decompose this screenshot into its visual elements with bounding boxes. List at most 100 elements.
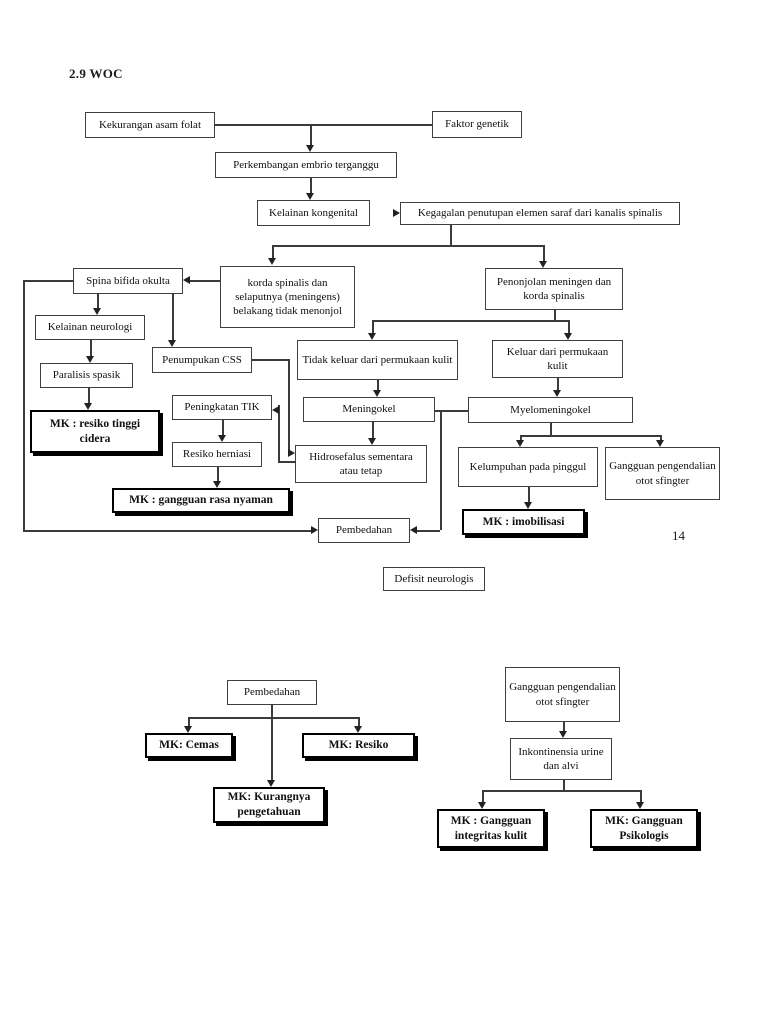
flow-connector-line (640, 790, 642, 803)
flow-arrowhead-left (183, 276, 190, 284)
flow-connector-line (310, 178, 312, 194)
node-kelumpuhan-pinggul: Kelumpuhan pada pinggul (458, 447, 598, 487)
node-defisit-neurologis: Defisit neurologis (383, 567, 485, 591)
flow-connector-line (372, 320, 568, 322)
flow-arrowhead-down (306, 193, 314, 200)
flow-arrowhead-right (288, 449, 295, 457)
flow-connector-line (528, 487, 530, 503)
flow-connector-line (372, 422, 374, 439)
node-gangguan-otot-sfingter: Gangguan pengendalian otot sfingter (605, 447, 720, 500)
flow-connector-line (550, 423, 552, 435)
flow-arrowhead-down (539, 261, 547, 268)
flow-connector-line (372, 320, 374, 334)
flow-arrowhead-down (93, 308, 101, 315)
node-mk-imobilisasi: MK : imobilisasi (462, 509, 585, 535)
flow-connector-line (288, 359, 290, 454)
flow-connector-line (440, 410, 442, 530)
flow-connector-line (252, 359, 289, 361)
node-perkembangan-embrio: Perkembangan embrio terganggu (215, 152, 397, 178)
flow-connector-line (482, 790, 640, 792)
node-mk-gangguan-integritas-kulit: MK : Gangguan integritas kulit (437, 809, 545, 848)
flow-arrowhead-down (268, 258, 276, 265)
flow-connector-line (172, 294, 174, 341)
page-number: 14 (672, 528, 685, 543)
flow-connector-line (23, 280, 25, 530)
flow-connector-line (23, 280, 73, 282)
flow-arrowhead-down (354, 726, 362, 733)
flow-connector-line (520, 435, 522, 441)
flow-arrowhead-down (553, 390, 561, 397)
flow-connector-line (358, 717, 360, 727)
flow-connector-line (568, 320, 570, 334)
flow-arrowhead-down (656, 440, 664, 447)
node-meningokel: Meningokel (303, 397, 435, 422)
node-spina-bifida-okulta: Spina bifida okulta (73, 268, 183, 294)
flow-arrowhead-down (168, 340, 176, 347)
node-inkontinensia-urine: Inkontinensia urine dan alvi (510, 738, 612, 780)
flow-arrowhead-down (373, 390, 381, 397)
flow-arrowhead-right (311, 526, 318, 534)
flow-arrowhead-down (478, 802, 486, 809)
flow-connector-line (217, 467, 219, 482)
flow-connector-line (450, 225, 452, 245)
node-mk-kurangnya-pengetahuan: MK: Kurangnya pengetahuan (213, 787, 325, 823)
flow-arrowhead-down (86, 356, 94, 363)
flow-arrowhead-down (564, 333, 572, 340)
node-keluar-permukaan: Keluar dari permukaan kulit (492, 340, 623, 378)
node-mk-resiko: MK: Resiko (302, 733, 415, 758)
node-pembedahan-bawah: Pembedahan (227, 680, 317, 705)
flow-connector-line (520, 435, 660, 437)
node-kelainan-kongenital: Kelainan kongenital (257, 200, 370, 226)
flow-arrowhead-down (636, 802, 644, 809)
node-mk-resiko-tinggi-cidera: MK : resiko tinggi cidera (30, 410, 160, 453)
flow-arrowhead-down (213, 481, 221, 488)
flow-connector-line (188, 717, 190, 727)
node-paralisis-spasik: Paralisis spasik (40, 363, 133, 388)
flow-connector-line (310, 124, 312, 146)
flow-connector-line (377, 380, 379, 391)
flow-arrowhead-down (84, 403, 92, 410)
node-faktor-genetik: Faktor genetik (432, 111, 522, 138)
flow-arrowhead-down (524, 502, 532, 509)
flow-connector-line (563, 780, 565, 790)
node-peningkatan-tik: Peningkatan TIK (172, 395, 272, 420)
flow-connector-line (222, 420, 224, 436)
flow-connector-line (189, 280, 220, 282)
flow-connector-line (215, 124, 432, 126)
flow-arrowhead-left (272, 406, 279, 414)
node-hidrosefalus: Hidrosefalus sementara atau tetap (295, 445, 427, 483)
flow-connector-line (272, 245, 274, 259)
flow-arrowhead-down (184, 726, 192, 733)
flow-connector-line (435, 410, 468, 412)
flow-arrowhead-right (393, 209, 400, 217)
flow-connector-line (188, 717, 358, 719)
node-korda-spinalis: korda spinalis dan selaputnya (meningens… (220, 266, 355, 328)
flow-connector-line (23, 530, 312, 532)
flow-connector-line (272, 245, 544, 247)
section-heading: 2.9 WOC (69, 66, 123, 81)
flow-connector-line (271, 705, 273, 717)
flow-connector-line (660, 435, 662, 441)
flow-arrowhead-down (516, 440, 524, 447)
flow-connector-line (543, 245, 545, 262)
flow-connector-line (271, 717, 273, 781)
flow-arrowhead-down (559, 731, 567, 738)
node-penonjolan-meningen: Penonjolan meningen dan korda spinalis (485, 268, 623, 310)
flow-connector-line (557, 378, 559, 391)
node-myelomeningokel: Myelomeningokel (468, 397, 633, 423)
flow-arrowhead-left (410, 526, 417, 534)
flow-connector-line (278, 405, 280, 462)
flow-connector-line (554, 310, 556, 320)
node-pembedahan-atas: Pembedahan (318, 518, 410, 543)
flow-connector-line (97, 293, 99, 309)
node-tidak-keluar-permukaan: Tidak keluar dari permukaan kulit (297, 340, 458, 380)
node-kekurangan-asam-folat: Kekurangan asam folat (85, 112, 215, 138)
flow-arrowhead-down (368, 333, 376, 340)
flow-arrowhead-down (368, 438, 376, 445)
flow-connector-line (88, 388, 90, 404)
node-kegagalan-penutupan: Kegagalan penutupan elemen saraf dari ka… (400, 202, 680, 225)
flow-connector-line (278, 461, 295, 463)
flow-arrowhead-down (306, 145, 314, 152)
node-resiko-herniasi: Resiko herniasi (172, 442, 262, 467)
